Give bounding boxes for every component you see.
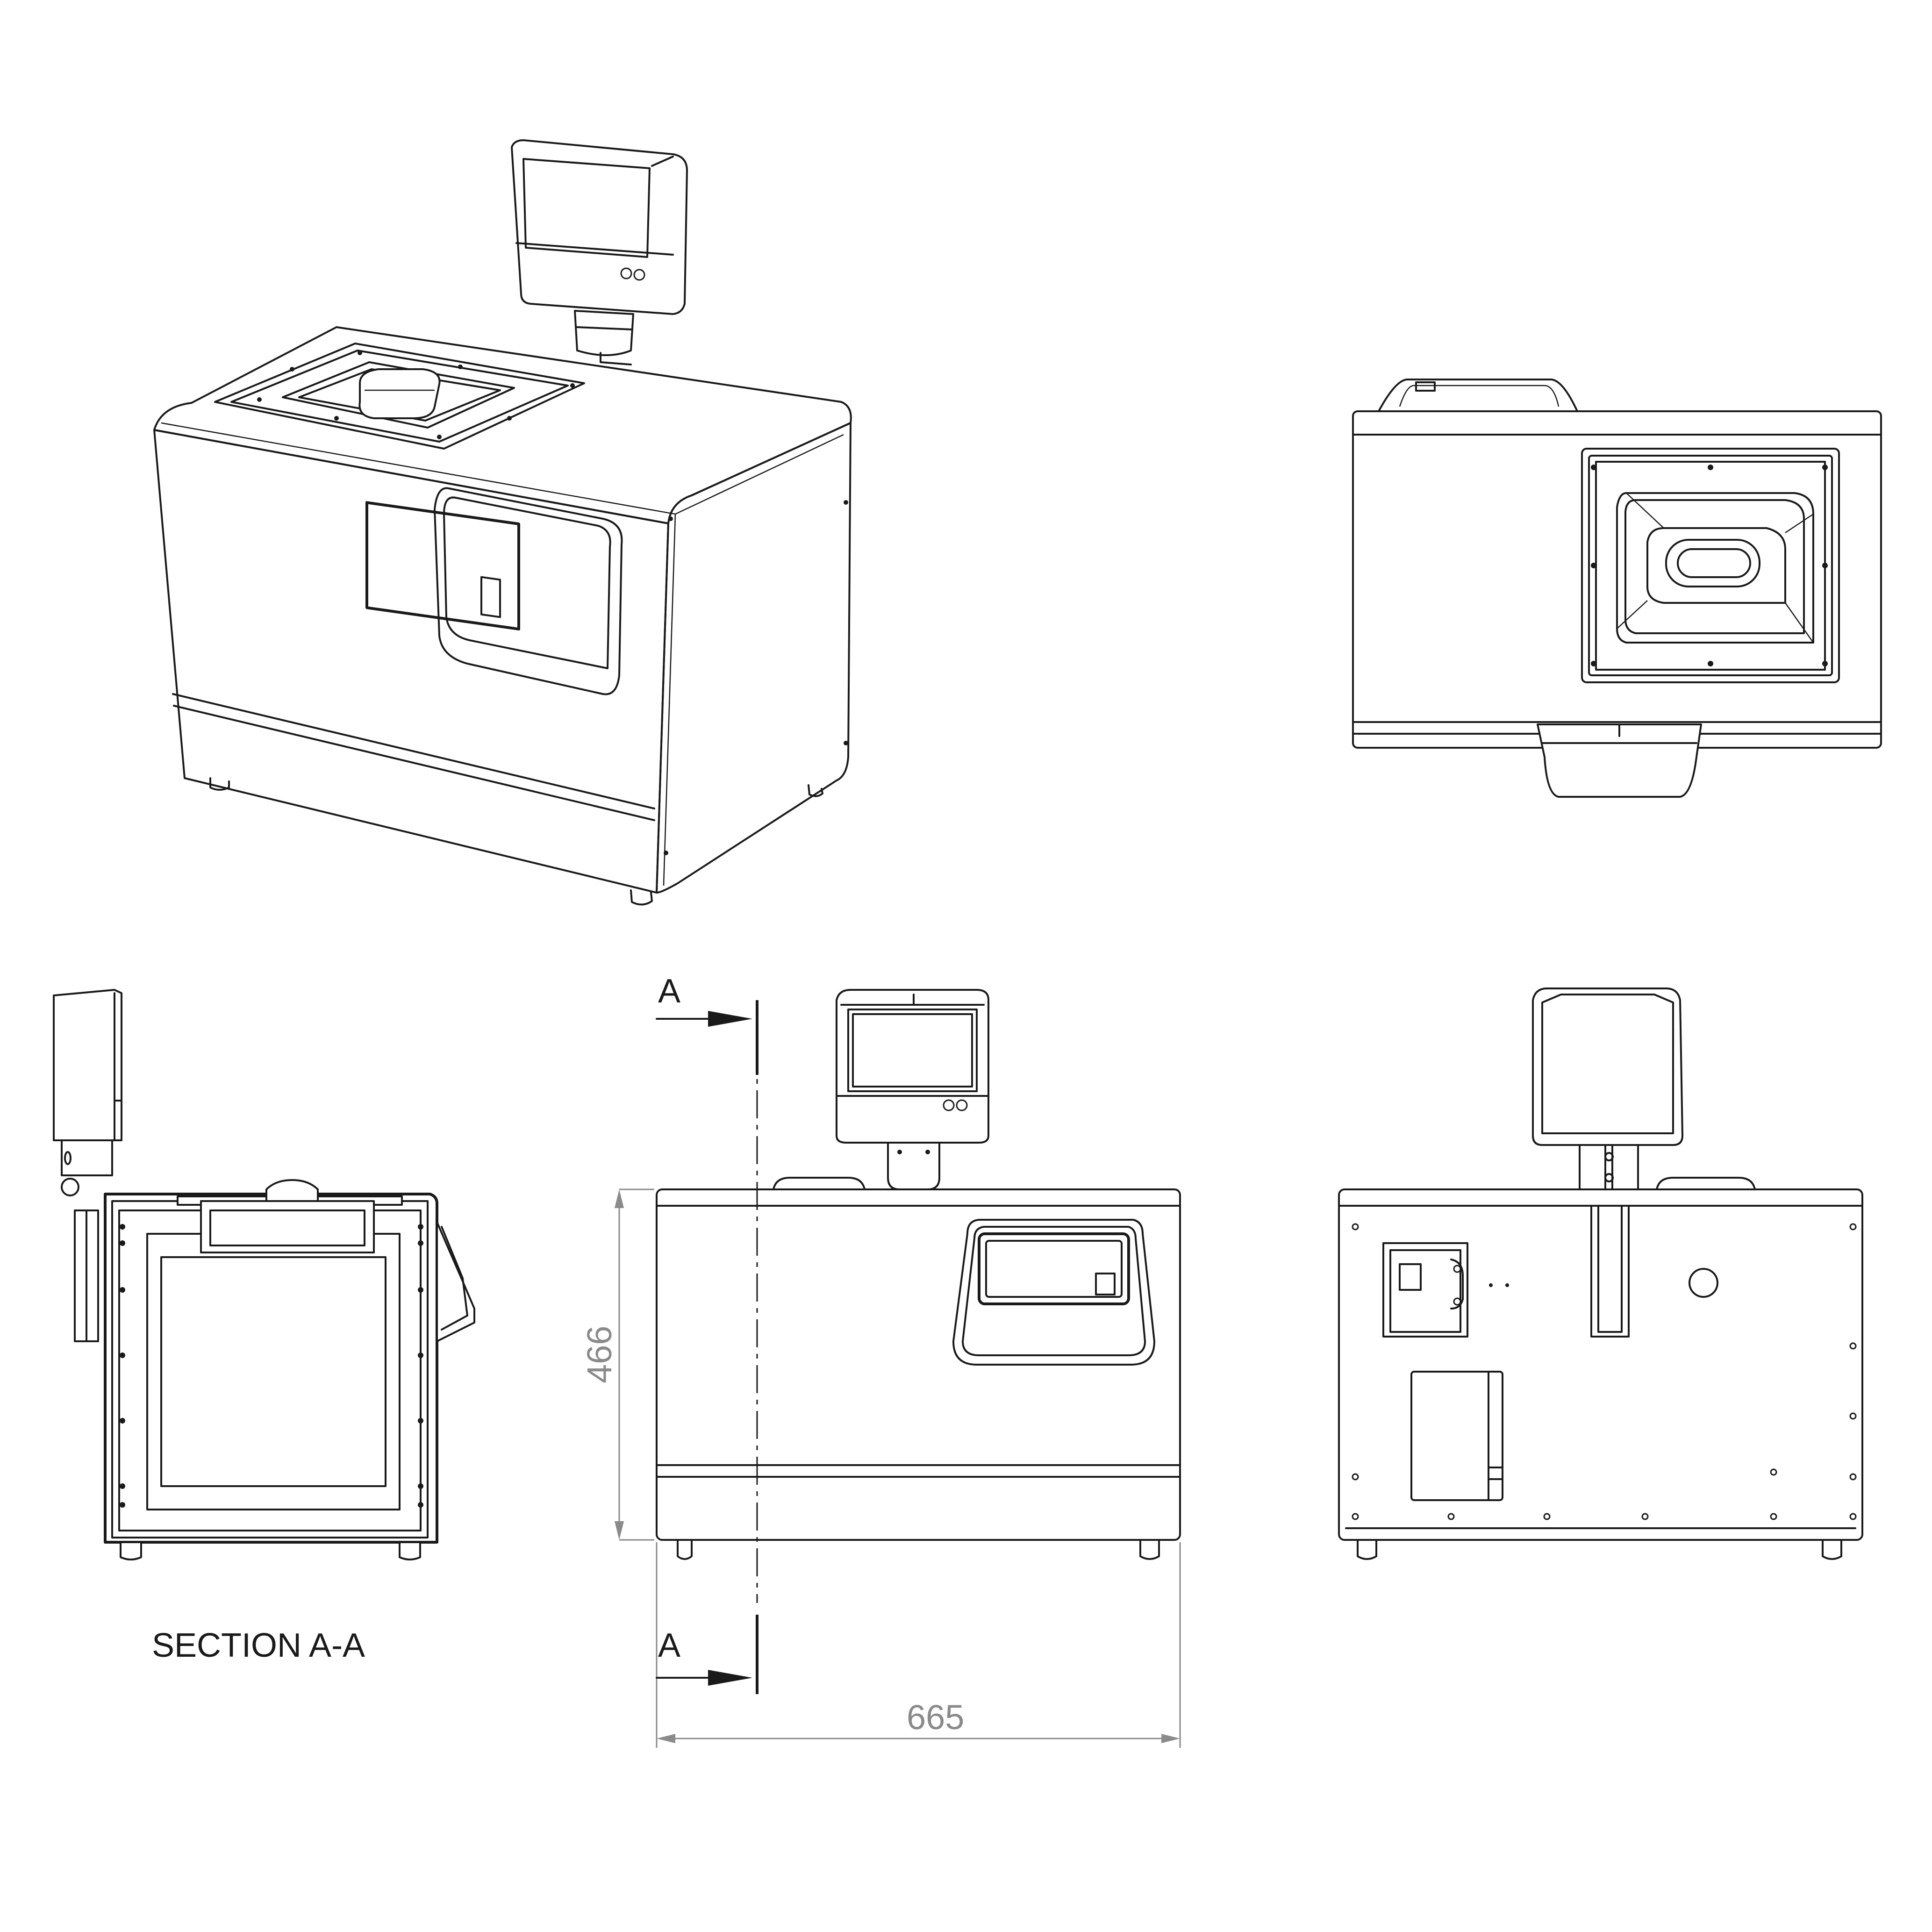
section-mark-top: A	[658, 973, 680, 1010]
rear-screws	[1352, 1223, 1857, 1520]
front-view	[656, 989, 1181, 1560]
height-dimension: 466	[580, 1326, 619, 1383]
section-markers: A A	[656, 973, 758, 1694]
top-view	[1352, 379, 1882, 798]
rear-view	[1338, 987, 1863, 1560]
isometric-view	[153, 139, 852, 906]
section-screws	[120, 1224, 423, 1508]
section-mark-bottom: A	[658, 1627, 680, 1664]
width-dimension: 665	[907, 1698, 964, 1737]
section-a-a-view: SECTION A-A	[53, 989, 475, 1664]
dimensions: 466 665	[580, 1188, 1181, 1748]
section-title: SECTION A-A	[152, 1627, 365, 1664]
